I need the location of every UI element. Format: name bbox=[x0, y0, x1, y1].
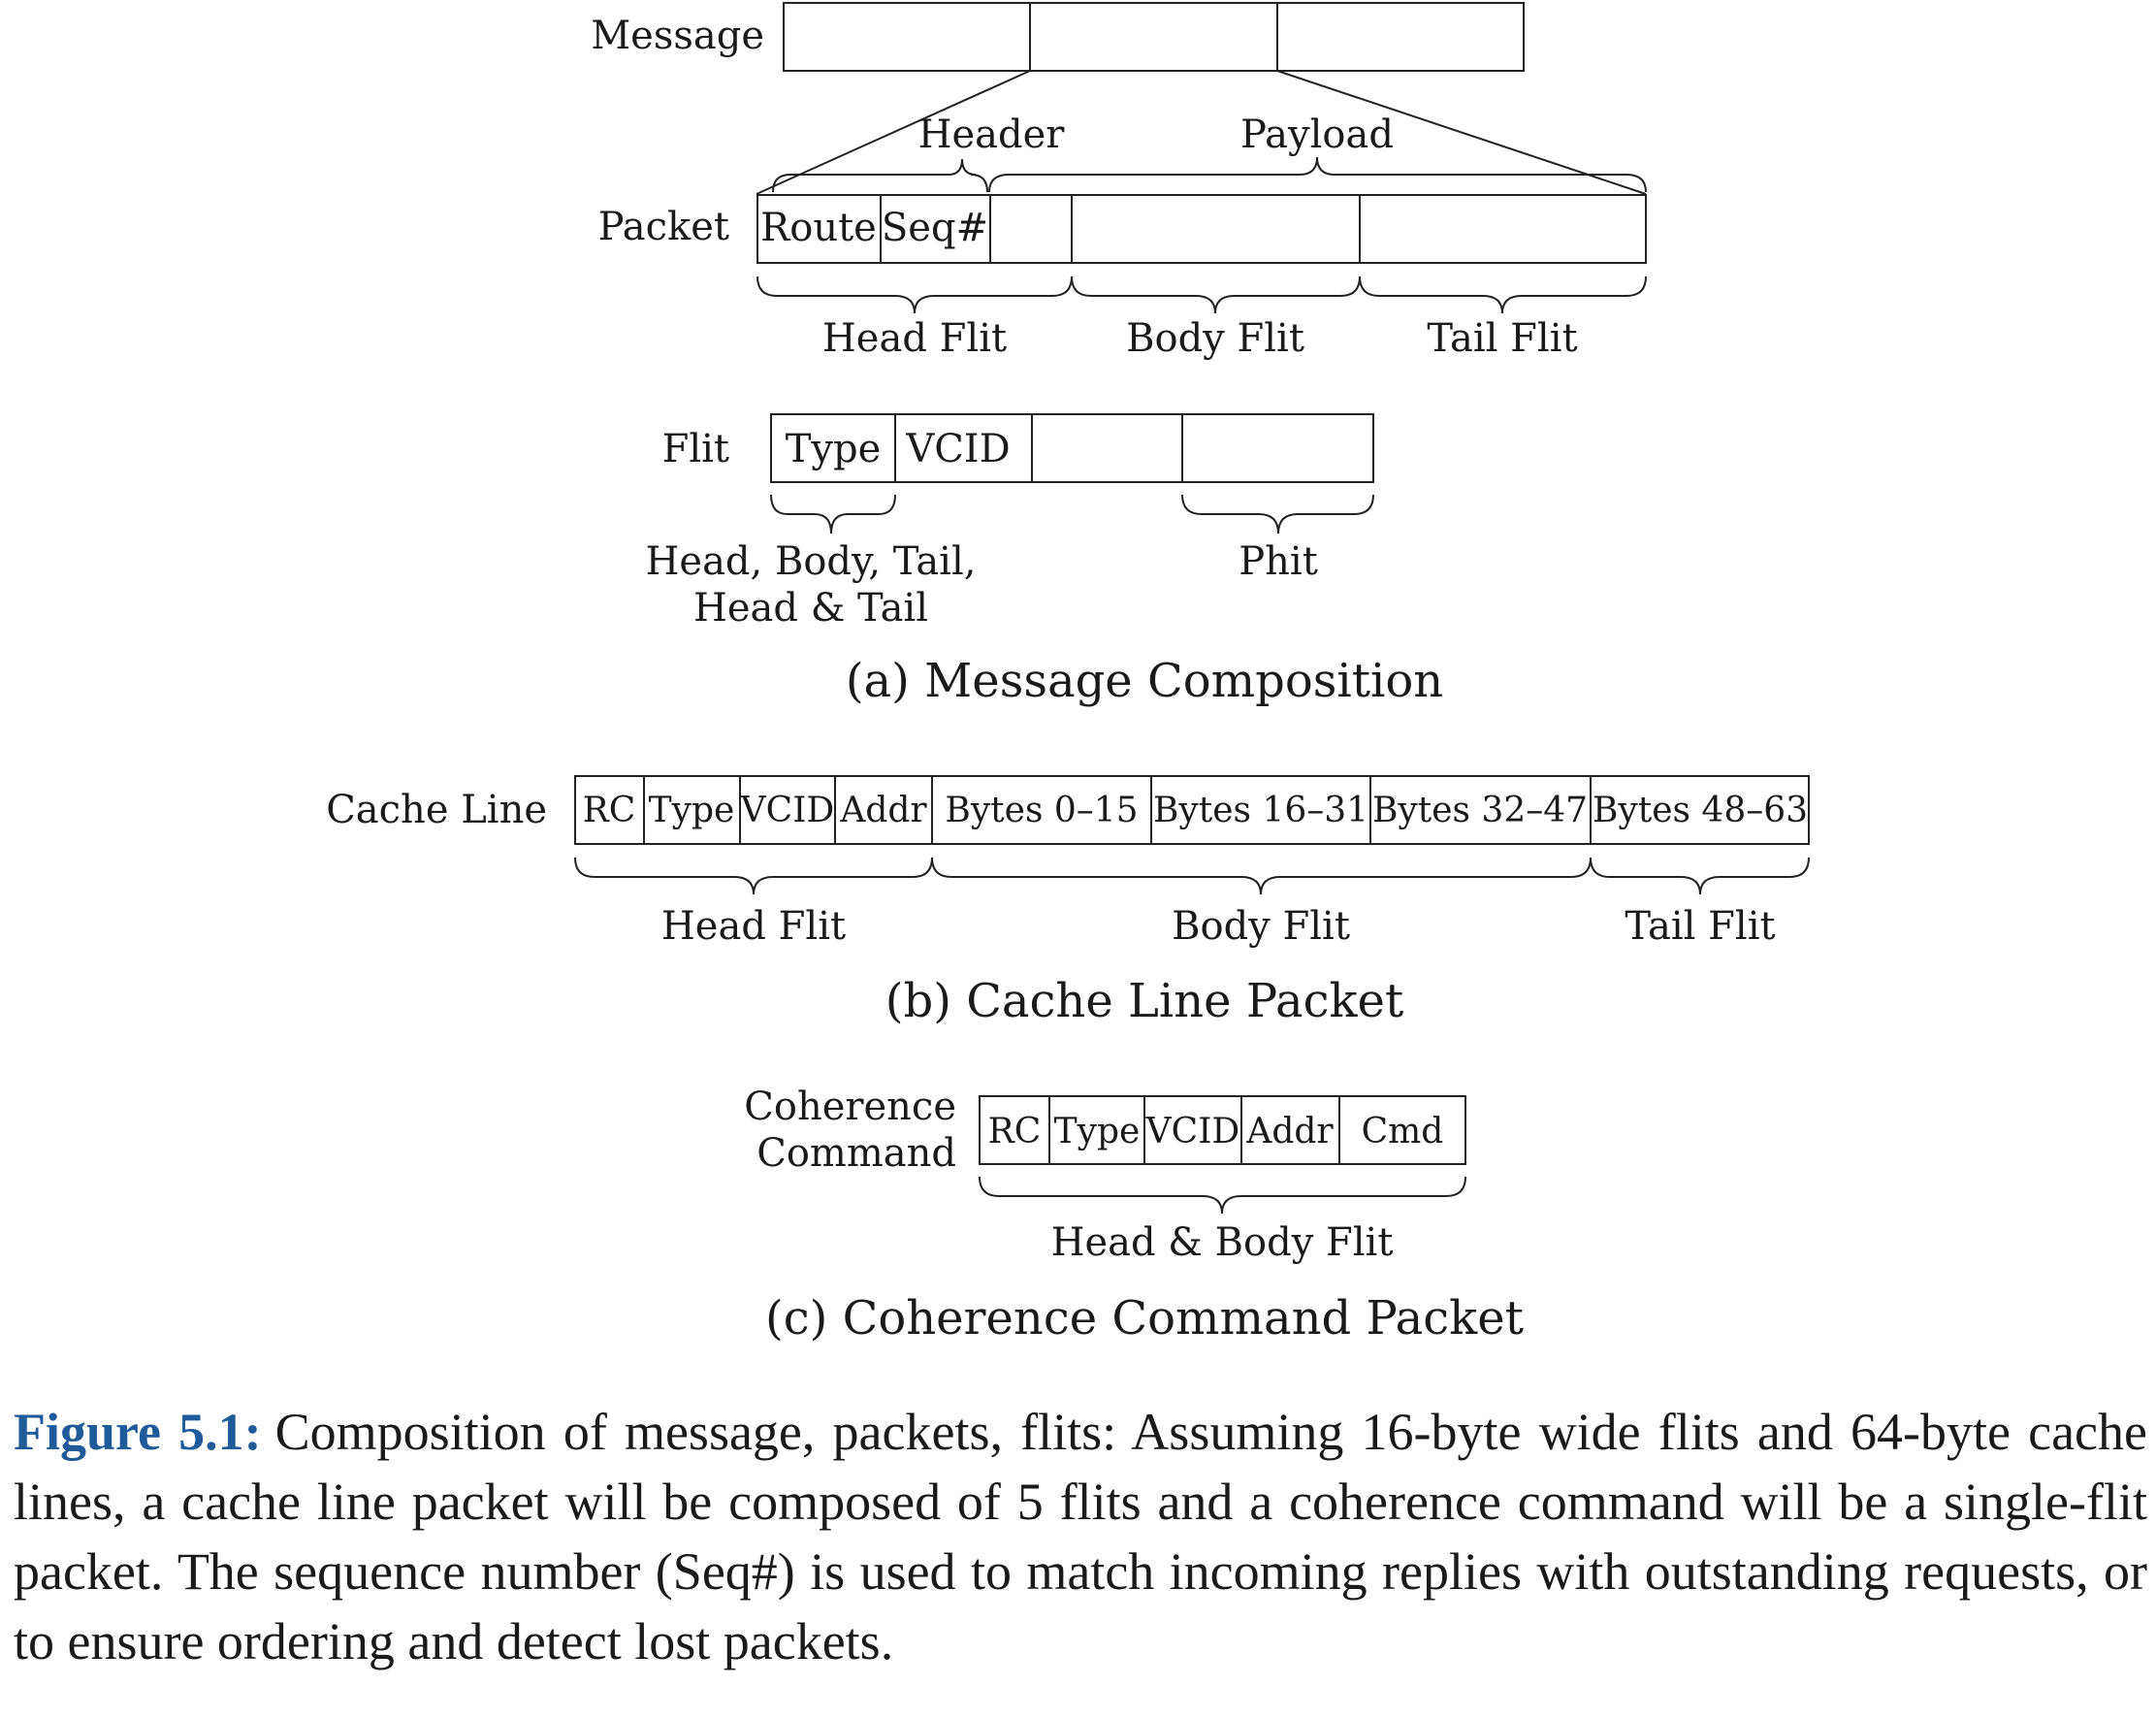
cache-body-flit-brace bbox=[931, 857, 1592, 895]
packet-flit-head: Head Flit bbox=[822, 316, 1007, 361]
coherence-field-type: Type bbox=[1054, 1112, 1141, 1151]
phit-label: Phit bbox=[1239, 539, 1318, 584]
cache-field-rc: RC bbox=[583, 791, 636, 830]
cache-line-row-label: Cache Line bbox=[326, 788, 547, 832]
subcaption-a: (a) Message Composition bbox=[846, 654, 1443, 708]
coherence-field-rc: RC bbox=[988, 1112, 1042, 1151]
payload-label: Payload bbox=[1240, 113, 1394, 157]
cache-field-bytes-16-31: Bytes 16–31 bbox=[1153, 791, 1368, 830]
packet-flit-tail: Tail Flit bbox=[1427, 316, 1577, 361]
tail-flit-brace bbox=[1359, 276, 1647, 314]
expansion-line-right bbox=[1276, 70, 1647, 195]
coherence-row-label-line1: Coherence bbox=[744, 1085, 956, 1129]
flit-box bbox=[770, 413, 1374, 483]
flit-type-values-line2: Head & Tail bbox=[693, 586, 928, 631]
payload-brace bbox=[988, 156, 1647, 193]
message-row-label: Message bbox=[591, 14, 764, 58]
figure-caption: Figure 5.1:Composition of message, packe… bbox=[14, 1397, 2147, 1676]
figure-diagram: Message Header Payload Packet Route Seq# bbox=[326, 2, 1810, 1345]
flit-type-brace bbox=[770, 494, 896, 535]
packet-field-seq: Seq# bbox=[882, 206, 988, 250]
cache-field-bytes-0-15: Bytes 0–15 bbox=[945, 791, 1138, 830]
panel-a: Message Header Payload Packet Route Seq# bbox=[591, 2, 1647, 708]
cache-field-bytes-48-63: Bytes 48–63 bbox=[1593, 791, 1808, 830]
coherence-field-cmd: Cmd bbox=[1362, 1112, 1444, 1151]
coherence-box bbox=[979, 1095, 1466, 1165]
head-flit-brace bbox=[756, 276, 1073, 314]
body-flit-brace bbox=[1071, 276, 1361, 314]
expansion-line-left bbox=[756, 70, 1031, 195]
packet-box bbox=[756, 194, 1647, 264]
flit-field-vcid: VCID bbox=[905, 427, 1010, 471]
coherence-field-vcid: VCID bbox=[1145, 1112, 1240, 1151]
cache-field-bytes-32-47: Bytes 32–47 bbox=[1372, 791, 1588, 830]
message-box bbox=[783, 2, 1525, 72]
flit-type-values-line1: Head, Body, Tail, bbox=[646, 539, 977, 584]
subcaption-b: (b) Cache Line Packet bbox=[885, 974, 1403, 1028]
cache-field-addr: Addr bbox=[839, 791, 927, 830]
cache-flit-head: Head Flit bbox=[661, 904, 846, 949]
panel-b: Cache Line RC Type VCID Addr Bytes 0–15 … bbox=[326, 775, 1810, 1028]
packet-row-label: Packet bbox=[598, 205, 729, 249]
cache-line-box bbox=[574, 775, 1810, 845]
coherence-flit-label: Head & Body Flit bbox=[1051, 1220, 1394, 1265]
header-label: Header bbox=[918, 113, 1066, 157]
coherence-field-addr: Addr bbox=[1245, 1112, 1334, 1151]
cache-flit-body: Body Flit bbox=[1172, 904, 1350, 949]
cache-head-flit-brace bbox=[574, 857, 933, 895]
header-brace bbox=[772, 158, 988, 193]
subcaption-c: (c) Coherence Command Packet bbox=[765, 1291, 1524, 1345]
flit-row-label: Flit bbox=[662, 427, 729, 471]
figure-caption-text: Composition of message, packets, flits: … bbox=[14, 1403, 2147, 1670]
cache-field-vcid: VCID bbox=[740, 791, 835, 830]
phit-brace bbox=[1181, 494, 1374, 535]
packet-field-route: Route bbox=[760, 206, 877, 250]
packet-flit-body: Body Flit bbox=[1126, 316, 1304, 361]
coherence-row-label-line2: Command bbox=[756, 1131, 956, 1176]
panel-c: Coherence Command RC Type VCID Addr Cmd … bbox=[744, 1085, 1524, 1345]
coherence-flit-brace bbox=[979, 1176, 1466, 1215]
flit-field-type: Type bbox=[786, 427, 882, 471]
cache-flit-tail: Tail Flit bbox=[1625, 904, 1775, 949]
cache-field-type: Type bbox=[649, 791, 735, 830]
figure-caption-label: Figure 5.1: bbox=[14, 1403, 262, 1461]
cache-tail-flit-brace bbox=[1590, 857, 1810, 895]
